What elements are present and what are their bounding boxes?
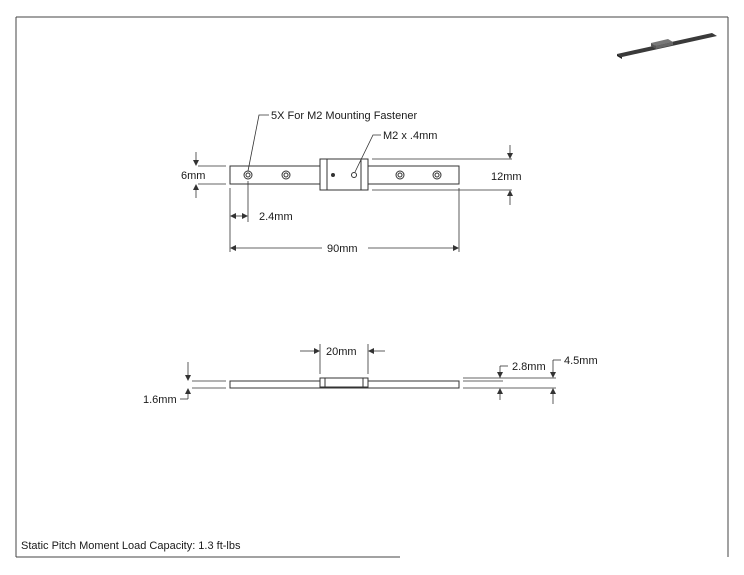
label-carriage-gap: 2.8mm bbox=[512, 361, 546, 373]
side-view bbox=[229, 377, 460, 389]
tapped-hole bbox=[331, 173, 335, 177]
side-view-arrows bbox=[185, 348, 556, 394]
mounting-hole bbox=[395, 170, 405, 180]
top-view-arrows bbox=[193, 153, 513, 251]
side-view-dimensions bbox=[180, 344, 561, 404]
mounting-hole bbox=[281, 170, 291, 180]
mounting-hole bbox=[432, 170, 442, 180]
label-mounting-fastener: 5X For M2 Mounting Fastener bbox=[271, 110, 417, 122]
label-rail-width: 6mm bbox=[181, 170, 205, 182]
label-hole-offset: 2.4mm bbox=[259, 211, 293, 223]
sheet-border bbox=[15, 16, 729, 558]
label-total-height: 4.5mm bbox=[564, 355, 598, 367]
isometric-thumbnail bbox=[617, 33, 717, 59]
carriage-side bbox=[319, 377, 369, 388]
label-rail-height: 1.6mm bbox=[143, 394, 177, 406]
tapped-hole bbox=[351, 172, 357, 178]
label-carriage-height: 12mm bbox=[491, 171, 522, 183]
top-view bbox=[229, 158, 460, 191]
top-view-dimensions bbox=[195, 114, 512, 252]
footer-spec: Static Pitch Moment Load Capacity: 1.3 f… bbox=[21, 540, 241, 552]
label-thread: M2 x .4mm bbox=[383, 130, 437, 142]
carriage-top bbox=[319, 158, 369, 191]
label-carriage-length: 20mm bbox=[326, 346, 357, 358]
label-rail-length: 90mm bbox=[327, 243, 358, 255]
